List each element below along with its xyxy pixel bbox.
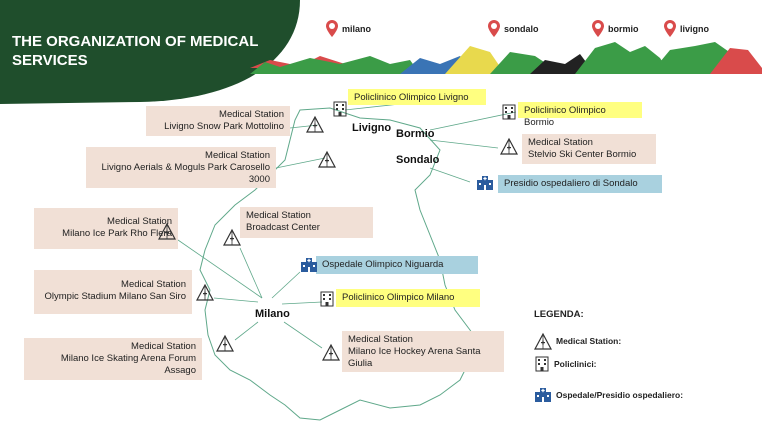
- page-title: THE ORGANIZATION OF MEDICAL SERVICES: [12, 33, 259, 69]
- legend: LEGENDA: Medical Station: Policlinici: O…: [534, 309, 734, 402]
- venue-label: livigno: [680, 23, 709, 34]
- medical-station-rho-fiera: Medical Station Milano Ice Park Rho Fler…: [34, 208, 178, 249]
- clinic-building-icon: [502, 104, 516, 120]
- clinic-building-icon: [535, 356, 549, 372]
- legend-item-medical-station: Medical Station:: [534, 332, 734, 350]
- city-label-sondalo: Sondalo: [396, 154, 440, 166]
- medical-station-carosello: Medical Station Livigno Aerials & Moguls…: [86, 147, 276, 188]
- tent-cross-icon: [322, 343, 340, 361]
- policlinico-milano-label: Policlinico Olimpico Milano: [336, 289, 480, 307]
- venue-pin-sondalo: sondalo: [488, 20, 539, 37]
- city-label-livigno: Livigno: [352, 122, 392, 134]
- header-background: [0, 0, 300, 104]
- map-pin-icon: [326, 20, 338, 37]
- venue-pin-milano: milano: [326, 20, 371, 37]
- tent-cross-icon: [223, 228, 241, 246]
- tent-cross-icon: [216, 334, 234, 352]
- legend-title: LEGENDA:: [534, 309, 584, 320]
- medical-station-forum-assago: Medical Station Milano Ice Skating Arena…: [24, 338, 202, 380]
- policlinico-bormio-label: Policlinico Olimpico Bormio: [518, 102, 642, 128]
- map-pin-icon: [592, 20, 604, 37]
- medical-station-broadcast-center: Medical Station Broadcast Center: [240, 207, 373, 238]
- hospital-building-icon: [477, 176, 493, 190]
- mountain-strip: [250, 42, 762, 74]
- hospital-building-icon: [301, 258, 317, 272]
- presidio-sondalo-label: Presidio ospedaliero di Sondalo: [498, 175, 662, 193]
- tent-cross-icon: [500, 137, 518, 155]
- ospedale-niguarda-label: Ospedale Olimpico Niguarda: [316, 256, 478, 274]
- clinic-building-icon: [320, 291, 334, 307]
- tent-cross-icon: [306, 115, 324, 133]
- clinic-building-icon: [333, 101, 347, 117]
- tent-cross-icon: [318, 150, 336, 168]
- medical-station-san-siro: Medical Station Olympic Stadium Milano S…: [34, 270, 192, 314]
- city-label-bormio: Bormio: [396, 128, 435, 140]
- venue-pin-bormio: bormio: [592, 20, 639, 37]
- tent-cross-icon: [534, 332, 552, 350]
- venue-label: bormio: [608, 23, 639, 34]
- venue-label: milano: [342, 23, 372, 34]
- city-label-milano: Milano: [255, 308, 290, 320]
- legend-item-policlinici: Policlinici:: [534, 356, 734, 372]
- medical-station-livigno-snow-park: Medical Station Livigno Snow Park Mottol…: [146, 106, 290, 136]
- hospital-building-icon: [535, 388, 551, 402]
- medical-station-santa-giulia: Medical Station Milano Ice Hockey Arena …: [342, 331, 504, 372]
- tent-cross-icon: [196, 283, 214, 301]
- venue-label: sondalo: [504, 23, 539, 34]
- legend-item-ospedale: Ospedale/Presidio ospedaliero:: [534, 388, 734, 402]
- map-pin-icon: [488, 20, 500, 37]
- map-pin-icon: [664, 20, 676, 37]
- policlinico-livigno-label: Policlinico Olimpico Livigno: [348, 89, 486, 105]
- tent-cross-icon: [158, 222, 176, 240]
- venue-pin-livigno: livigno: [664, 20, 709, 37]
- medical-station-stelvio: Medical Station Stelvio Ski Center Bormi…: [522, 134, 656, 164]
